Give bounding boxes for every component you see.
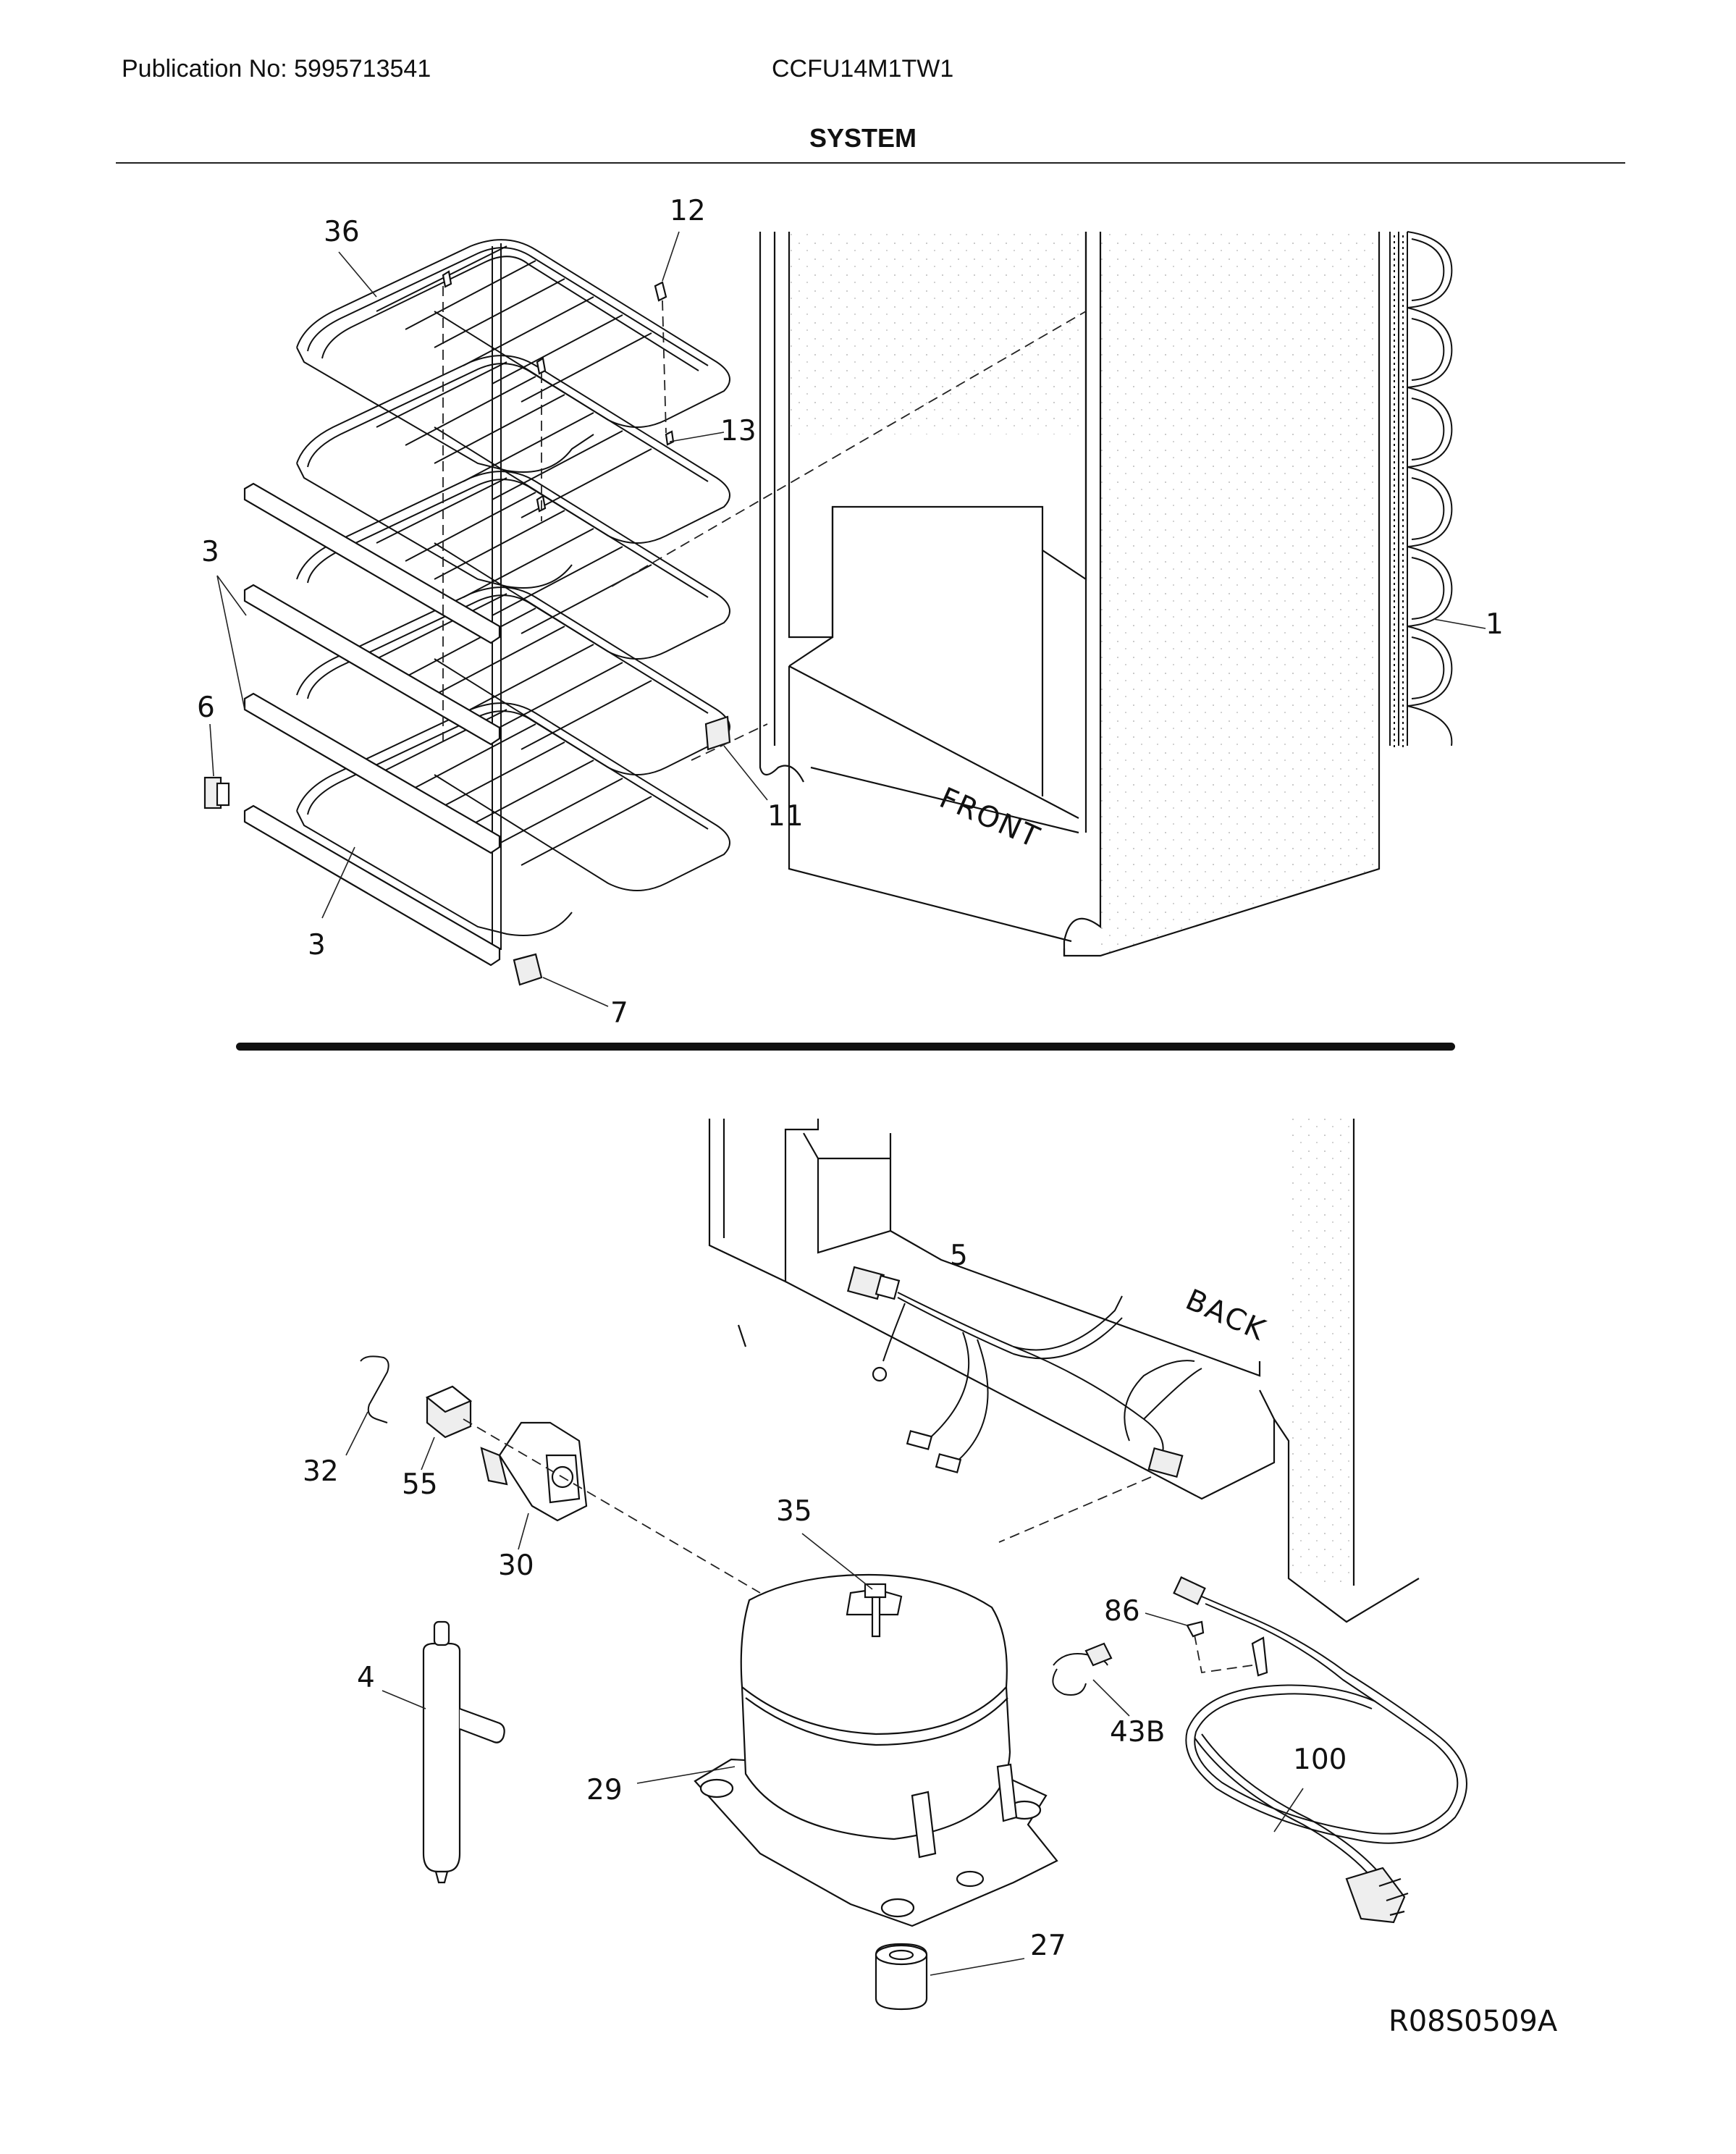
start-components [345,1355,761,1594]
power-cord [1052,1576,1467,1924]
callout-3-lower: 3 [308,929,326,962]
callout-3-upper: 3 [201,536,219,568]
evaporator-coil [296,239,730,950]
callout-11: 11 [767,800,804,833]
retainer-clips [203,270,1087,986]
callout-27: 27 [1030,1930,1066,1962]
callout-86: 86 [1104,1595,1140,1628]
publication-number: Publication No: 5995713541 [122,55,431,83]
callout-5: 5 [950,1240,968,1272]
callout-43b: 43B [1110,1716,1165,1749]
callout-1: 1 [1486,608,1504,641]
section-title: SYSTEM [809,123,917,153]
callout-4: 4 [357,1662,375,1694]
callout-29: 29 [586,1774,623,1806]
compressor [636,1533,1058,2011]
callout-36: 36 [324,216,360,248]
back-label: BACK [1181,1283,1271,1347]
callout-30: 30 [498,1549,534,1582]
callout-100: 100 [1293,1743,1347,1776]
shelf-rails [243,482,501,967]
upper-leader-lines [209,231,1486,1007]
callout-35: 35 [776,1495,812,1528]
condenser-coil [1389,231,1453,749]
filter-drier [382,1620,505,1884]
drawing-reference: R08S0509A [1389,2005,1558,2038]
callout-12: 12 [670,195,706,227]
callout-7: 7 [610,997,628,1030]
cabinet-liner [759,232,1381,957]
callout-55: 55 [402,1468,438,1501]
wire-harness [846,1266,1202,1543]
section-divider [236,1043,1455,1051]
model-number: CCFU14M1TW1 [772,55,954,83]
lower-cabinet-base [708,1119,1420,1623]
header-rule [116,162,1625,164]
callout-13: 13 [720,415,757,447]
callout-32: 32 [303,1455,339,1488]
callout-6: 6 [197,691,215,724]
